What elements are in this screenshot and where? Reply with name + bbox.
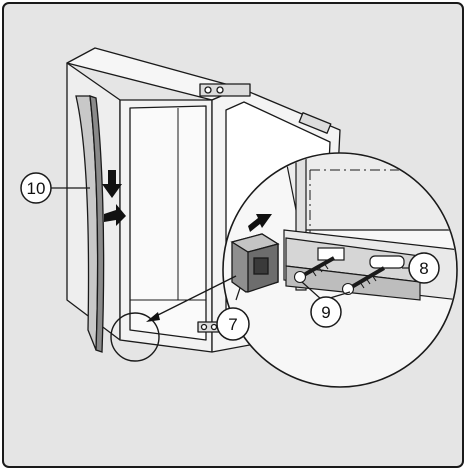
door-hinge-right [298,112,332,134]
bottom-hinge-marker [110,312,160,362]
cabinet-interior [129,105,207,341]
callout-8: 8 [402,252,440,284]
callout-9: 9 [301,281,351,328]
callout-7-label: 7 [228,315,237,334]
detail-view [230,154,456,301]
trim-strip [75,95,105,353]
callout-9-label: 9 [321,303,330,322]
placement-arrow [146,275,237,322]
callout-8-label: 8 [419,259,428,278]
top-hinge [199,83,251,97]
clip [230,233,280,293]
callout-10-label: 10 [27,179,46,198]
callout-10: 10 [20,172,90,204]
callout-7: 7 [216,287,250,341]
insert-arrows [102,170,126,226]
screws [293,256,386,296]
clip-push-arrow [248,214,272,232]
